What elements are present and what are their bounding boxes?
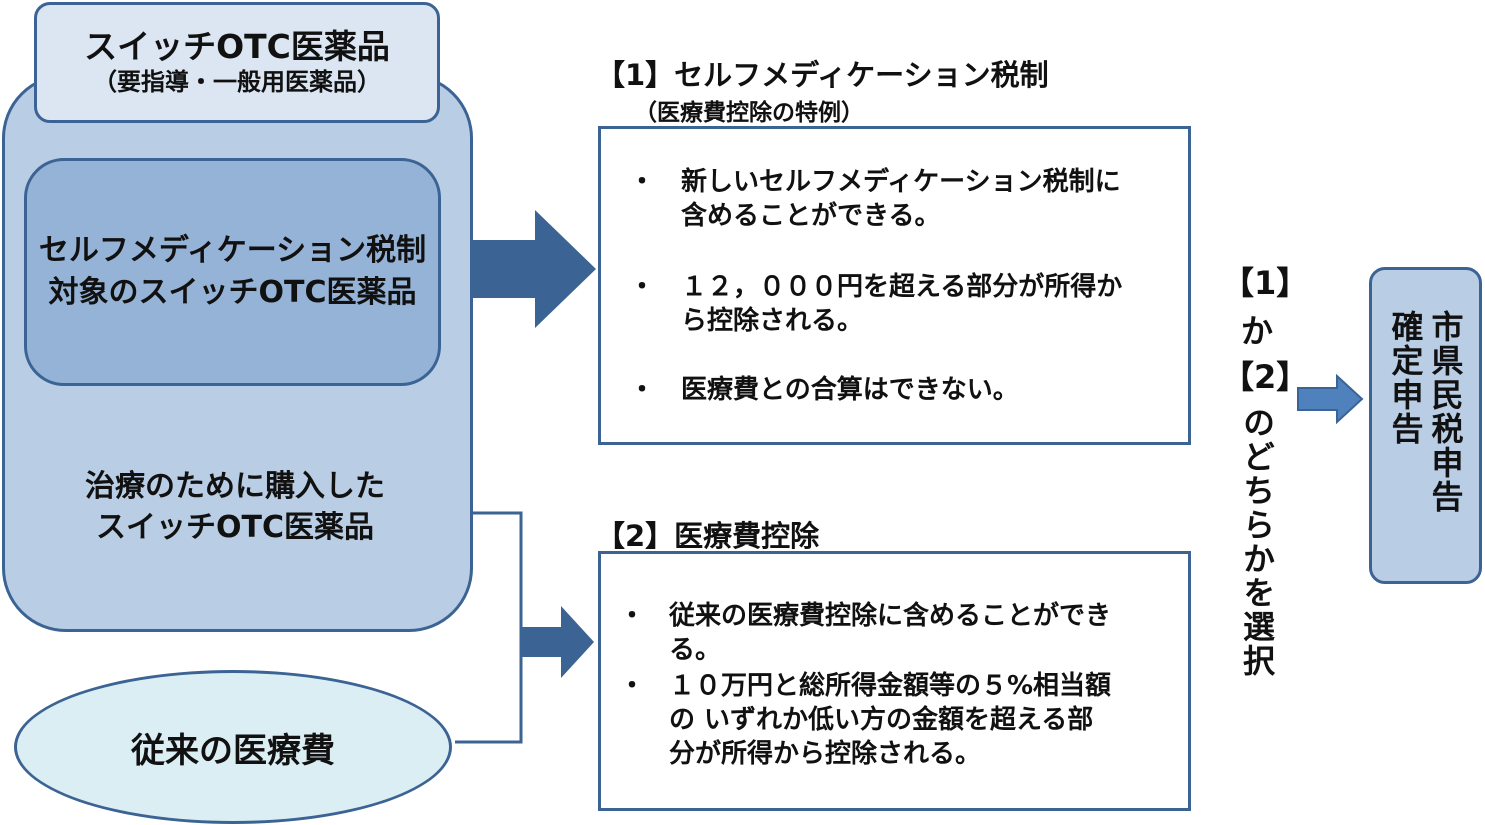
self-medication-target-line1: セルフメディケーション税制: [38, 233, 427, 268]
treatment-purchase-text: 治療のために購入した スイッチOTC医薬品: [30, 466, 440, 548]
tax-filing-columns: 市県民税申告 確定申告: [1386, 310, 1466, 514]
treatment-line2: スイッチOTC医薬品: [96, 510, 374, 545]
self-medication-target-line2: 対象のスイッチOTC医薬品: [48, 275, 417, 310]
section2-bullet-1-line2: る。: [669, 635, 722, 665]
arrow-to-section2: [521, 606, 594, 678]
switch-otc-title-box: スイッチOTC医薬品 （要指導・一般用医薬品）: [34, 2, 440, 123]
switch-otc-title: スイッチOTC医薬品: [84, 27, 390, 66]
section2-bullet-2-line3: 分が所得から控除される。: [669, 739, 982, 769]
section2-bullet-2-line1: １０万円と総所得金額等の５%相当額: [669, 671, 1112, 701]
arrow-to-result: [1297, 373, 1364, 425]
choice-option2: 【2】: [1222, 358, 1309, 396]
treatment-line1: 治療のために購入した: [85, 469, 385, 504]
section2-title: 【2】医療費控除: [596, 519, 820, 553]
municipal-tax-filing-label: 市県民税申告: [1426, 310, 1465, 514]
section2-content-box: ・ 従来の医療費控除に含めることができ る。 ・ １０万円と総所得金額等の５%相…: [598, 551, 1191, 811]
section1-content-box: ・ 新しいセルフメディケーション税制に 含めることができる。 ・ １２，０００円…: [598, 126, 1191, 445]
bullet-dot: ・: [619, 671, 646, 701]
bullet-dot: ・: [629, 167, 656, 197]
conventional-medical-expenses-ellipse: 従来の医療費: [14, 670, 452, 824]
section2-bullet-2-line2: の いずれか低い方の金額を超える部: [669, 705, 1094, 735]
choice-or: か: [1240, 312, 1273, 350]
section1-bullet-1-line2: 含めることができる。: [681, 201, 941, 231]
choice-text: 【1】 か 【2】 のどちらかを選択: [1222, 262, 1309, 688]
section1-subtitle: （医療費控除の特例）: [634, 100, 864, 126]
section1-bullet-2-line2: ら控除される。: [681, 306, 864, 336]
bullet-dot: ・: [629, 375, 656, 405]
self-medication-target-box: セルフメディケーション税制 対象のスイッチOTC医薬品: [24, 158, 441, 386]
section1-bullet-1-line1: 新しいセルフメディケーション税制に: [681, 167, 1121, 197]
bullet-dot: ・: [619, 601, 646, 631]
bullet-dot: ・: [629, 272, 656, 302]
section1-bullet-3-line1: 医療費との合算はできない。: [681, 375, 1019, 405]
choice-option1: 【1】: [1222, 264, 1309, 302]
section2-bullet-1-line1: 従来の医療費控除に含めることができ: [669, 601, 1112, 631]
final-tax-return-label: 確定申告: [1386, 310, 1425, 446]
tax-filing-box: 市県民税申告 確定申告: [1369, 267, 1482, 584]
conventional-medical-expenses-label: 従来の医療費: [131, 730, 335, 771]
switch-otc-subtitle: （要指導・一般用医薬品）: [93, 68, 381, 96]
arrow-to-section1: [441, 210, 596, 328]
section1-bullet-2-line1: １２，０００円を超える部分が所得か: [681, 272, 1123, 302]
choice-select-text: のどちらかを選択: [1238, 406, 1276, 678]
section1-title: 【1】セルフメディケーション税制: [596, 58, 1049, 92]
